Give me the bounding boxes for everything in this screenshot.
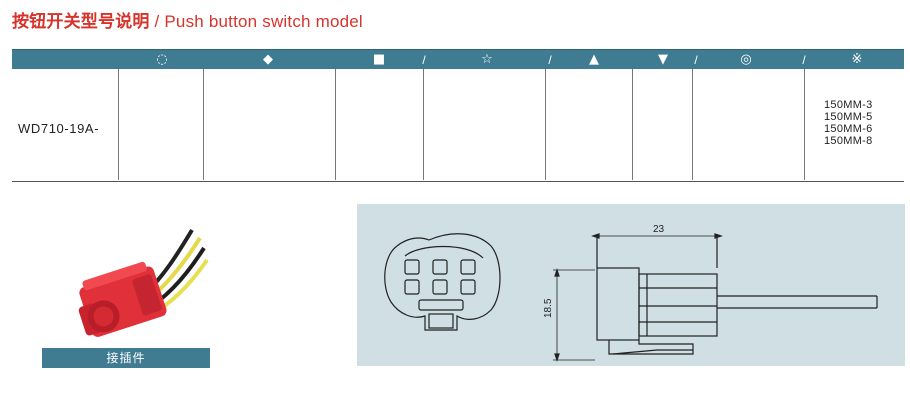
symbol-star-icon: ☆ <box>481 52 493 67</box>
photo-caption: 接插件 <box>42 348 210 368</box>
front-view <box>384 233 501 331</box>
length-option: 150MM-5 <box>824 111 873 123</box>
symbol-triangle-up-icon: ▲ <box>589 52 599 67</box>
header-separator: / <box>802 53 806 67</box>
column-divider <box>203 69 204 180</box>
header-separator: / <box>422 53 426 67</box>
connector-image <box>78 228 209 337</box>
column-divider <box>804 69 805 180</box>
symbol-square-icon: ■ <box>372 52 386 67</box>
connector-drawing: 23 18.5 <box>384 224 878 362</box>
dimension-width: 23 <box>653 224 665 235</box>
side-view <box>553 233 878 362</box>
column-divider <box>335 69 336 180</box>
symbol-diamond-icon: ◆ <box>263 52 273 67</box>
table-header: ◌ ◆ ■ / ☆ / ▲ ▼ / ◎ / ※ <box>12 49 904 69</box>
title-chinese: 按钮开关型号说明 <box>12 12 150 31</box>
column-divider <box>423 69 424 180</box>
header-separator: / <box>548 53 552 67</box>
technical-drawing: 23 18.5 <box>357 204 905 366</box>
length-option: 150MM-6 <box>824 123 873 135</box>
title-english: / Push button switch model <box>149 12 363 31</box>
symbol-triangle-down-icon: ▼ <box>658 52 668 67</box>
connector-photo: 接插件 <box>42 210 210 368</box>
lead-length-options: 150MM-3 150MM-5 150MM-6 150MM-8 <box>824 99 873 147</box>
symbol-circle-icon: ◌ <box>156 52 168 67</box>
model-table: ◌ ◆ ■ / ☆ / ▲ ▼ / ◎ / ※ WD710-19A- 150MM… <box>12 49 904 182</box>
dimension-height: 18.5 <box>543 298 554 318</box>
column-divider <box>632 69 633 180</box>
length-option: 150MM-3 <box>824 99 873 111</box>
column-divider <box>692 69 693 180</box>
length-option: 150MM-8 <box>824 135 873 147</box>
page-title: 按钮开关型号说明 / Push button switch model <box>12 7 363 32</box>
column-divider <box>118 69 119 180</box>
symbol-double-circle-icon: ◎ <box>740 52 752 67</box>
column-divider <box>545 69 546 180</box>
header-separator: / <box>694 53 698 67</box>
model-code: WD710-19A- <box>18 121 100 136</box>
symbol-reference-mark-icon: ※ <box>851 52 863 67</box>
